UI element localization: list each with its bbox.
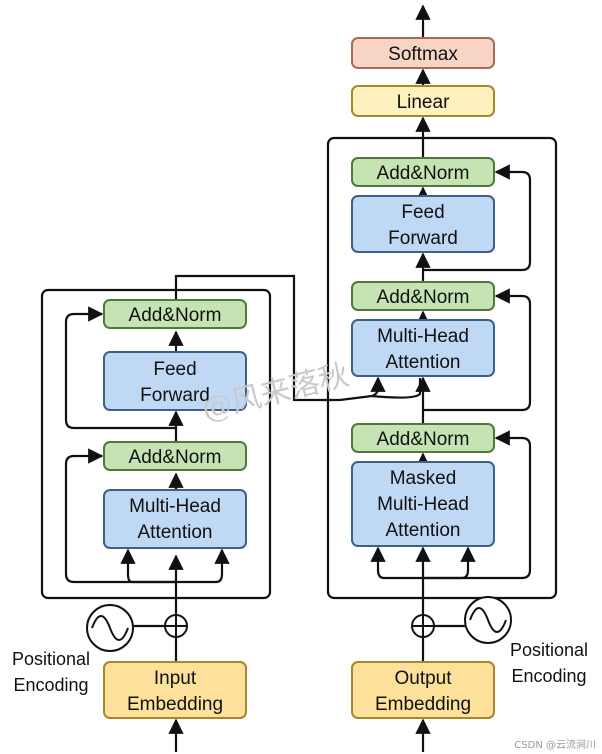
decoder-masked-attention: [351, 461, 495, 547]
decoder-block: Softmax Linear Add&Norm Feed Forward Add…: [326, 4, 588, 752]
encoder-positional-label-1: Positional: [12, 649, 90, 669]
encoder-ff-line1: Feed: [153, 359, 196, 380]
decoder-feed-forward: [351, 195, 495, 253]
encoder-add-norm-bottom-label: Add&Norm: [129, 447, 222, 468]
output-embedding-line1: Output: [394, 668, 452, 689]
softmax-label: Softmax: [388, 44, 458, 65]
credit-text: CSDN @云流涧川: [514, 738, 596, 751]
encoder-block: Add&Norm Feed Forward Add&Norm Multi-Hea…: [12, 274, 422, 752]
decoder-ff-line2: Forward: [388, 228, 458, 249]
input-embedding-line2: Embedding: [127, 694, 223, 715]
encoder-attn-branches: [120, 548, 176, 584]
linear-box: [351, 85, 495, 117]
decoder-add-norm-bottom: [351, 423, 495, 453]
encoder-feed-forward: [103, 351, 247, 411]
encoder-residual-2: [64, 306, 176, 430]
output-embedding-box: [351, 661, 495, 719]
encoder-multi-head-attention: [103, 489, 247, 549]
encoder-ff-line2: Forward: [140, 385, 210, 406]
output-embedding-line2: Embedding: [375, 694, 471, 715]
linear-label: Linear: [397, 92, 450, 113]
input-embedding-box: [103, 661, 247, 719]
decoder-ff-line1: Feed: [401, 202, 444, 223]
decoder-positional-label-2: Encoding: [511, 666, 586, 686]
encoder-add-norm-top-label: Add&Norm: [129, 305, 222, 326]
encoder-positional-label-2: Encoding: [13, 675, 88, 695]
encoder-attn-line2: Attention: [138, 522, 213, 543]
decoder-cross-attn-line2: Attention: [386, 352, 461, 373]
decoder-masked-line2: Multi-Head: [377, 494, 469, 515]
decoder-residual-1: [423, 430, 532, 580]
decoder-positional-label-1: Positional: [510, 640, 588, 660]
decoder-add-norm-top: [351, 157, 495, 187]
encoder-outer-frame: [40, 288, 272, 600]
decoder-masked-attn-branches: [370, 546, 423, 580]
decoder-residual-2: [423, 288, 532, 412]
decoder-add-norm-mid-label: Add&Norm: [377, 287, 470, 308]
encoder-to-decoder-connector: [174, 274, 373, 402]
encoder-add-norm-bottom: [103, 441, 247, 471]
encoder-residual-1: [64, 448, 176, 584]
decoder-add-norm-mid: [351, 281, 495, 311]
decoder-masked-line1: Masked: [390, 468, 457, 489]
decoder-outer-frame: [326, 136, 558, 600]
encoder-add-norm-top: [103, 299, 247, 329]
encoder-attn-line1: Multi-Head: [129, 496, 221, 517]
decoder-add-norm-top-label: Add&Norm: [377, 163, 470, 184]
decoder-cross-attn-line1: Multi-Head: [377, 326, 469, 347]
decoder-masked-line3: Attention: [386, 520, 461, 541]
decoder-add-norm-bottom-label: Add&Norm: [377, 429, 470, 450]
softmax-box: [351, 37, 495, 69]
input-embedding-line1: Input: [154, 668, 197, 689]
decoder-cross-attention: [351, 319, 495, 377]
decoder-residual-3: [423, 164, 532, 272]
